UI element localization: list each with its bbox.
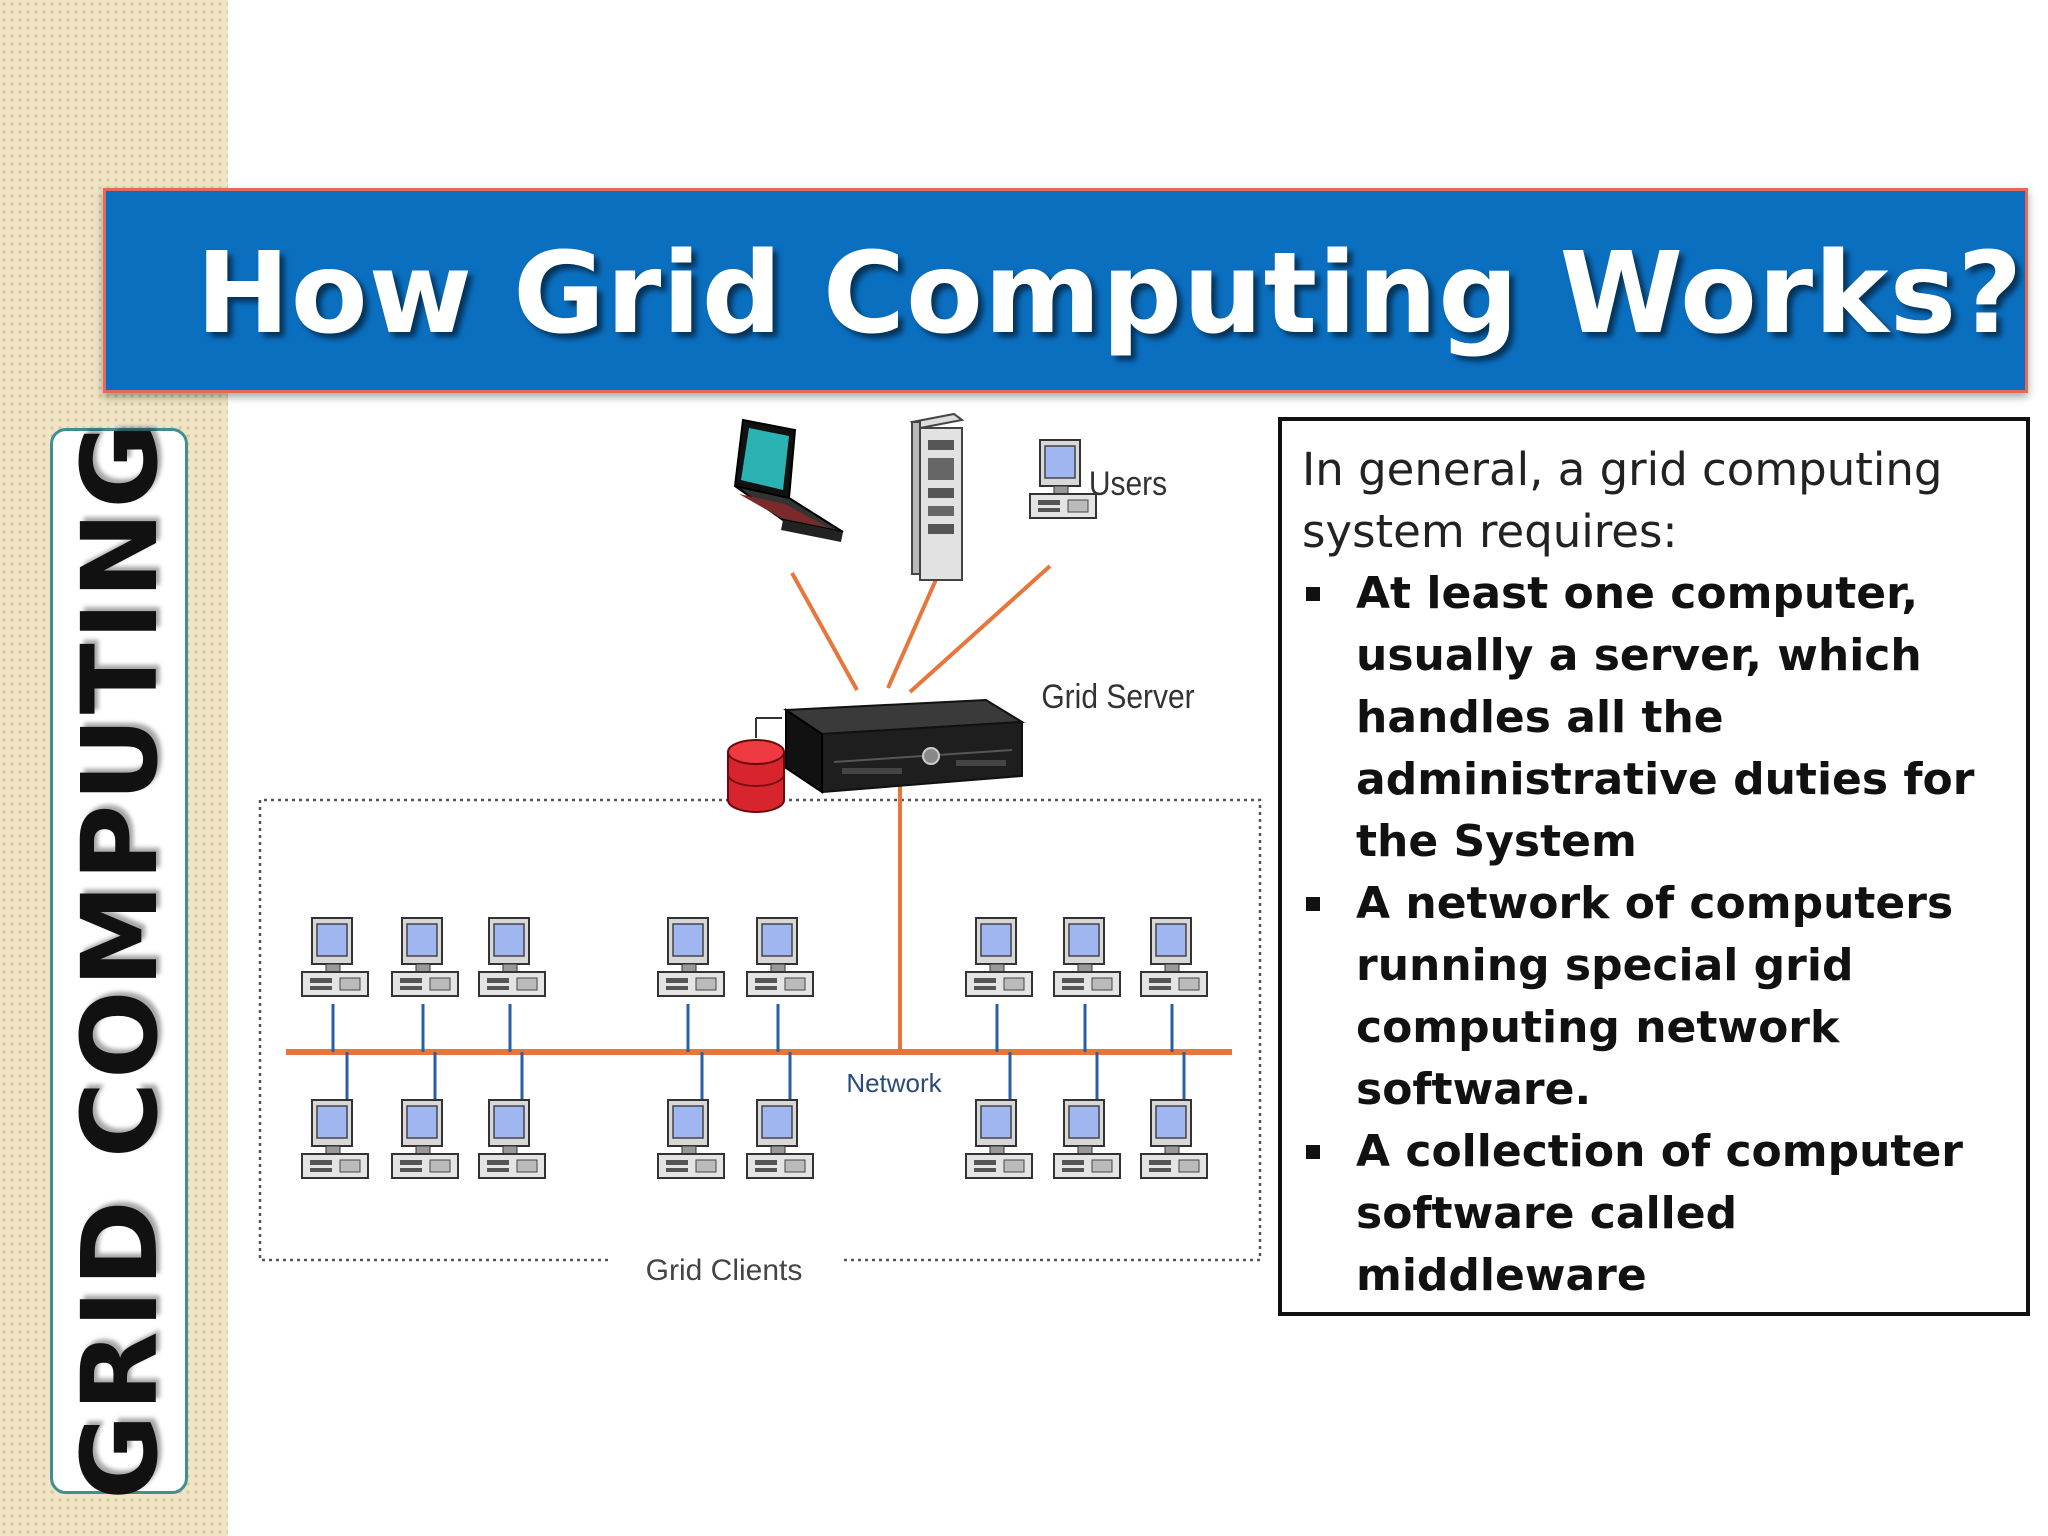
square-bullet-icon [1306, 897, 1320, 911]
grid-computing-diagram: Users Grid Server [258, 412, 1262, 1287]
link-laptop [790, 572, 859, 691]
requirement-text: A collection of computer software called… [1356, 1126, 1963, 1301]
requirements-list: At least one computer, usually a server,… [1302, 563, 2006, 1307]
vertical-title: GRID COMPUTING [59, 420, 181, 1500]
link-tower [886, 574, 940, 689]
link-desktop [908, 564, 1052, 694]
title-bar: How Grid Computing Works? [103, 188, 2028, 393]
client-computer [1140, 917, 1208, 997]
requirement-text: At least one computer, usually a server,… [1356, 568, 1975, 867]
client-links-bottom [345, 1052, 1186, 1100]
square-bullet-icon [1306, 587, 1320, 601]
requirement-text: A network of computers running special g… [1356, 878, 1954, 1115]
client-computer [1053, 917, 1121, 997]
desktop-computer-icon [1029, 439, 1097, 519]
grid-server-label: Grid Server [1041, 677, 1195, 715]
client-computer [1053, 1099, 1121, 1179]
users-label: Users [1089, 464, 1167, 502]
requirement-item: A collection of computer software called… [1302, 1121, 2006, 1307]
client-computer [965, 917, 1033, 997]
tower-server-icon [909, 412, 965, 581]
requirements-intro: In general, a grid computing system requ… [1302, 443, 1943, 558]
requirements-box: In general, a grid computing system requ… [1278, 417, 2030, 1316]
vertical-title-box [50, 428, 188, 1494]
client-links-top [331, 1004, 1174, 1052]
client-computer [746, 917, 814, 997]
client-computer [746, 1099, 814, 1179]
rack-server-icon [782, 698, 1026, 794]
client-computer [657, 1099, 725, 1179]
requirement-item: At least one computer, usually a server,… [1302, 563, 2006, 873]
database-icon [727, 717, 785, 813]
client-computer [657, 917, 725, 997]
client-computer [478, 1099, 546, 1179]
laptop-icon [733, 418, 844, 542]
client-computer [391, 917, 459, 997]
client-computer [301, 1099, 369, 1179]
client-computer [965, 1099, 1033, 1179]
client-computer [301, 917, 369, 997]
network-label: Network [846, 1068, 942, 1098]
square-bullet-icon [1306, 1145, 1320, 1159]
grid-clients-label: Grid Clients [646, 1254, 803, 1287]
slide-title: How Grid Computing Works? [196, 229, 2024, 359]
client-computer [478, 917, 546, 997]
client-computer [391, 1099, 459, 1179]
client-computer [1140, 1099, 1208, 1179]
requirement-item: A network of computers running special g… [1302, 873, 2006, 1121]
